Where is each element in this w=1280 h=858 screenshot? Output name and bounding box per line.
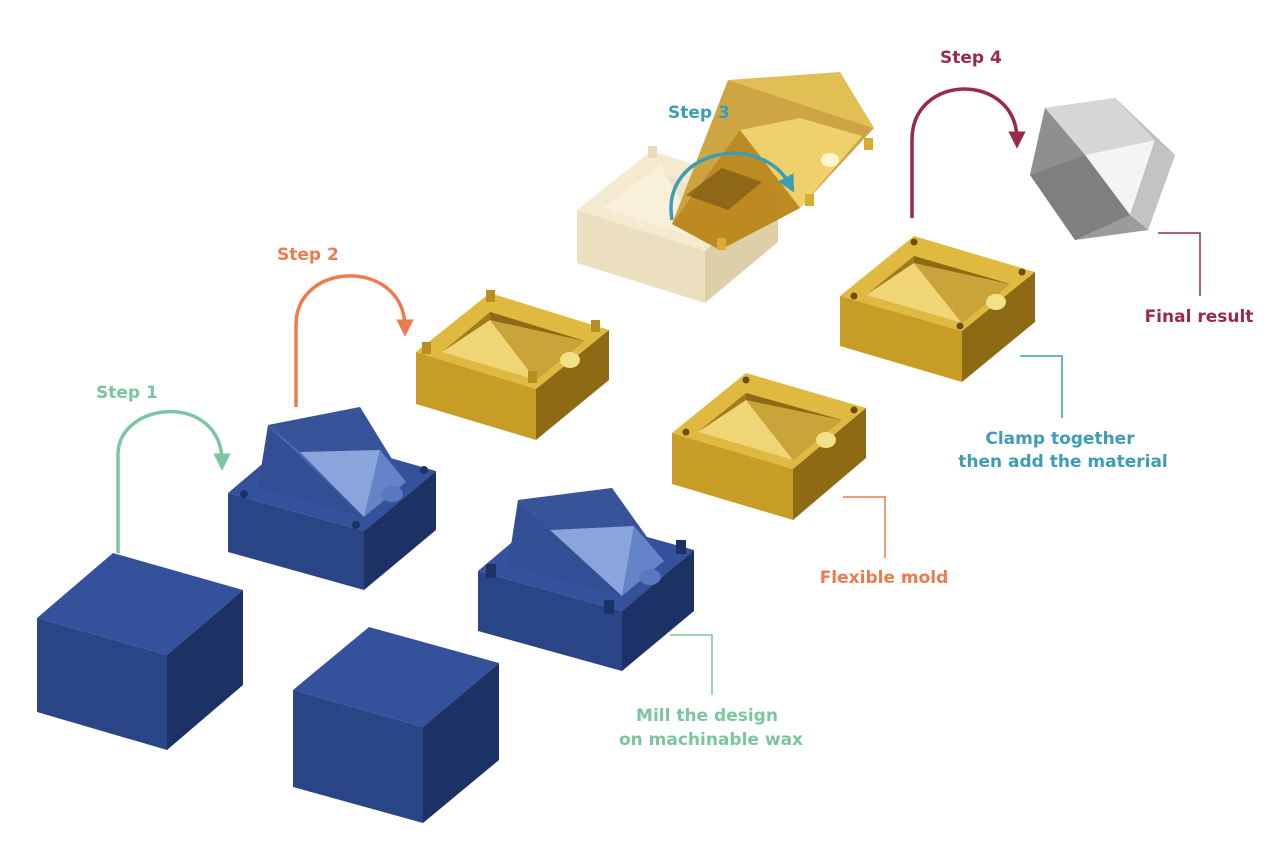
- flexible-mold-3: [840, 236, 1035, 382]
- flexible-mold-caption: Flexible mold: [820, 568, 949, 588]
- final-result-polyhedron: [1030, 98, 1175, 240]
- final-result-leader-line: [1158, 232, 1201, 296]
- step4-label: Step 4: [940, 48, 1002, 68]
- raw-wax-block-2: [293, 627, 499, 823]
- step1-label: Step 1: [96, 383, 158, 403]
- step3-label: Step 3: [668, 103, 730, 123]
- step2-label: Step 2: [277, 245, 339, 265]
- step3-arrow: [669, 151, 795, 221]
- step4-arrow: [910, 87, 1026, 218]
- flexible-mold-2: [672, 373, 866, 520]
- clamp-caption-line1: Clamp together: [985, 429, 1135, 449]
- mill-caption-line1: Mill the design: [636, 706, 778, 726]
- mill-caption-line2: on machinable wax: [619, 730, 803, 750]
- step2-arrow: [294, 274, 414, 407]
- mill-leader-line: [670, 634, 713, 695]
- raw-wax-block-1: [37, 553, 243, 750]
- flexible-mold-1: [416, 290, 609, 440]
- flexible-mold-leader-line: [843, 496, 886, 558]
- final-result-caption: Final result: [1145, 307, 1254, 327]
- milled-wax-block-1: [228, 407, 436, 590]
- step1-arrow: [116, 409, 231, 553]
- clamp-leader-line: [1020, 355, 1063, 418]
- clamp-caption-line2: then add the material: [958, 452, 1168, 472]
- milled-wax-block-2: [478, 488, 694, 671]
